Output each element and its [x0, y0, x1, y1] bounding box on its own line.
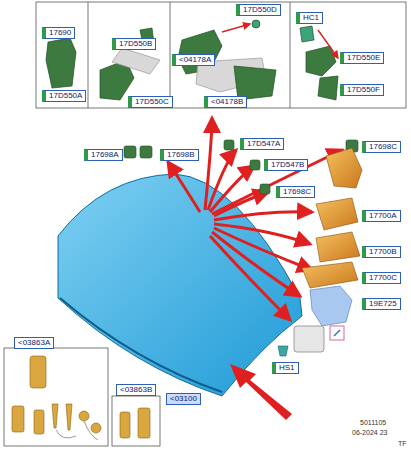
callout-number: 17700A [362, 210, 401, 222]
kit-wires [56, 421, 98, 440]
callout-number: 17D550D [236, 4, 281, 16]
callout-number: 17700B [362, 246, 401, 258]
drawing-note: TF [398, 439, 407, 448]
callout-number: 17698B [160, 149, 199, 161]
detail-part [334, 330, 340, 336]
callout-number: 17D550A [42, 90, 86, 102]
mirror-cover-parts [46, 20, 338, 100]
drawing-note: 5011105 [360, 418, 386, 427]
callout-number: <03100 [166, 393, 201, 405]
hs1-part [278, 346, 288, 356]
callout-number: HC1 [296, 12, 323, 24]
callout-number: 19E725 [362, 298, 401, 310]
kit-parts [12, 356, 150, 438]
windshield-glass [58, 174, 302, 396]
drawing-note: 06-2024 23 [352, 428, 387, 437]
callout-number: 17698A [84, 149, 123, 161]
callout-number: 17698C [276, 186, 315, 198]
callout-number: <04178A [172, 54, 215, 66]
pointer-arrows [222, 24, 338, 58]
callout-number: <03863B [116, 384, 156, 396]
callout-number: 17698C [362, 141, 401, 153]
orange-trims [302, 148, 362, 288]
callout-number: 17D550B [112, 38, 156, 50]
glass-edge [60, 298, 222, 392]
callout-number: 17690 [42, 27, 75, 39]
callout-number: 17D550C [128, 96, 173, 108]
callout-number: 17D547B [264, 159, 308, 171]
kit-frames [4, 348, 160, 446]
sensor-cover [294, 326, 324, 352]
callout-number: 17D550E [340, 52, 384, 64]
callout-number: <03863A [14, 337, 54, 349]
detail-panel [36, 2, 406, 108]
detail-box [330, 326, 344, 340]
callout-number: 17D547A [240, 138, 284, 150]
callout-number: 17700C [362, 272, 401, 284]
callout-number: <04178B [204, 96, 247, 108]
callout-number: HS1 [272, 362, 299, 374]
callout-number: 17D550F [340, 84, 384, 96]
sensor-bracket [310, 286, 352, 326]
